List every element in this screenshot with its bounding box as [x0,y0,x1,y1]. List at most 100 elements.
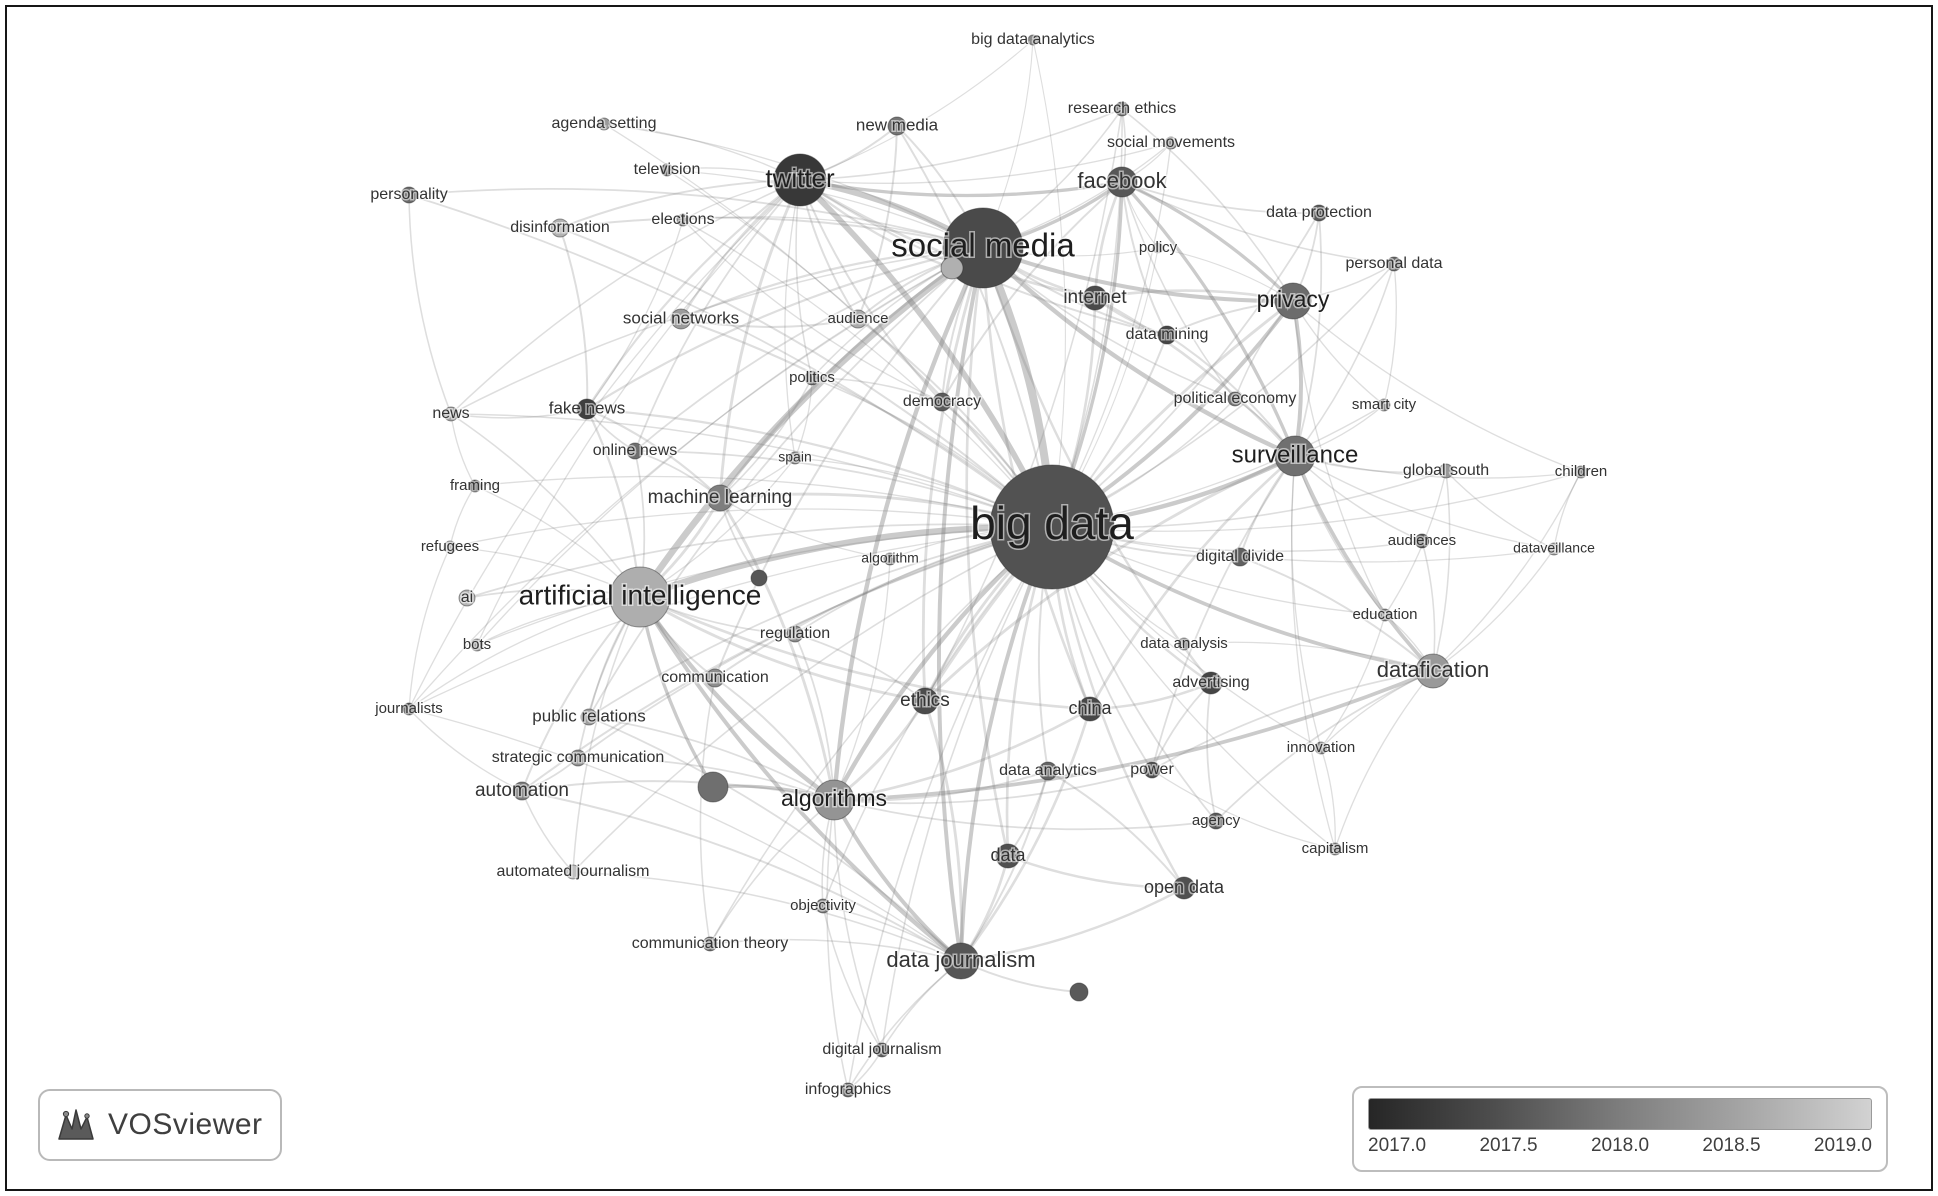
node-capitalism[interactable] [1328,842,1342,856]
edge [572,596,641,873]
node-label: policy [1139,239,1178,256]
node-personal-data[interactable] [1386,256,1402,272]
node-n3[interactable] [750,569,768,587]
node-surveillance[interactable] [1274,435,1316,477]
edge [577,757,835,801]
edge [408,247,984,710]
node-politics[interactable] [804,370,820,386]
node-new-media[interactable] [887,116,907,136]
node-china[interactable] [1077,696,1103,722]
node-audiences[interactable] [1414,533,1430,549]
node-twitter[interactable] [773,153,827,207]
node-infographics[interactable] [840,1082,856,1098]
node-power[interactable] [1143,761,1161,779]
node-ethics[interactable] [911,687,939,715]
edge [521,780,835,801]
node-digital-journalism[interactable] [874,1042,890,1058]
node-research-ethics[interactable] [1114,101,1130,117]
node-datafication[interactable] [1415,653,1451,689]
node-communication[interactable] [705,668,725,688]
node-fake-news[interactable] [576,398,598,420]
node-label: algorithm [861,550,919,566]
node-privacy[interactable] [1274,282,1312,320]
node-strategic-communication[interactable] [569,749,587,767]
node-label: automated journalism [497,863,650,880]
node-policy[interactable] [1152,242,1164,254]
node-label: framing [450,477,500,494]
edge [1320,747,1336,850]
node-label: communication [661,669,769,686]
node-personality[interactable] [400,186,418,204]
node-elections[interactable] [676,213,690,227]
node-news[interactable] [443,406,459,422]
node-journalists[interactable] [402,702,416,716]
edge [1293,455,1435,673]
node-democracy[interactable] [932,392,952,412]
node-television[interactable] [660,163,674,177]
edge [1432,470,1451,672]
node-regulation[interactable] [786,625,804,643]
node-data-mining[interactable] [1157,325,1177,345]
node-data-analysis[interactable] [1177,637,1191,651]
edge [1121,181,1320,215]
node-audience[interactable] [848,309,868,329]
node-automation[interactable] [512,781,532,801]
node-ai[interactable] [458,589,476,607]
node-communication-theory[interactable] [702,936,718,952]
node-algorithms[interactable] [813,779,855,821]
edge [936,247,985,962]
node-data-analytics[interactable] [1038,761,1058,781]
node-big-data[interactable] [989,464,1115,590]
node-label: public relations [532,706,645,725]
node-agenda-setting[interactable] [597,117,611,131]
node-facebook[interactable] [1106,166,1138,198]
node-open-data[interactable] [1172,876,1196,900]
node-agency[interactable] [1207,812,1225,830]
node-label: education [1352,606,1417,623]
node-data-journalism[interactable] [942,942,980,980]
legend-tick: 2018.5 [1702,1135,1761,1156]
edge [559,216,984,249]
node-social-networks[interactable] [670,308,692,330]
node-data-protection[interactable] [1310,204,1328,222]
node-artificial-intelligence[interactable] [609,566,671,628]
node-internet[interactable] [1082,285,1108,311]
edge [449,485,476,548]
node-social-movements[interactable] [1164,136,1178,150]
node-bots[interactable] [470,638,484,652]
node-spain[interactable] [788,451,802,465]
node-political-economy[interactable] [1227,391,1243,407]
node-algorithm[interactable] [883,552,897,566]
node-disinformation[interactable] [550,218,570,238]
node-label: audiences [1388,532,1456,549]
node-public-relations[interactable] [580,708,598,726]
node-objectivity[interactable] [815,898,831,914]
node-dataveillance[interactable] [1547,542,1561,556]
node-label: power [1130,761,1174,778]
node-big-data-analytics[interactable] [1027,34,1039,46]
node-n4[interactable] [1069,982,1089,1002]
node-smart-city[interactable] [1377,398,1391,412]
edge [474,475,1053,528]
node-label: agenda setting [552,115,657,132]
node-online-news[interactable] [626,442,644,460]
node-label: data journalism [886,947,1035,972]
node-label: new media [856,115,939,134]
edge [639,595,926,703]
node-children[interactable] [1574,465,1588,479]
edge [408,708,962,962]
node-machine-learning[interactable] [706,484,734,512]
node-education[interactable] [1378,608,1392,622]
node-framing[interactable] [468,479,482,493]
node-data[interactable] [995,843,1021,869]
node-automated-journalism[interactable] [565,864,581,880]
node-digital-divide[interactable] [1230,547,1250,567]
node-innovation[interactable] [1314,741,1328,755]
node-advertising[interactable] [1199,671,1223,695]
node-n1[interactable] [940,256,964,280]
node-global-south[interactable] [1438,463,1454,479]
node-refugees[interactable] [443,540,457,554]
node-n2[interactable] [697,771,729,803]
